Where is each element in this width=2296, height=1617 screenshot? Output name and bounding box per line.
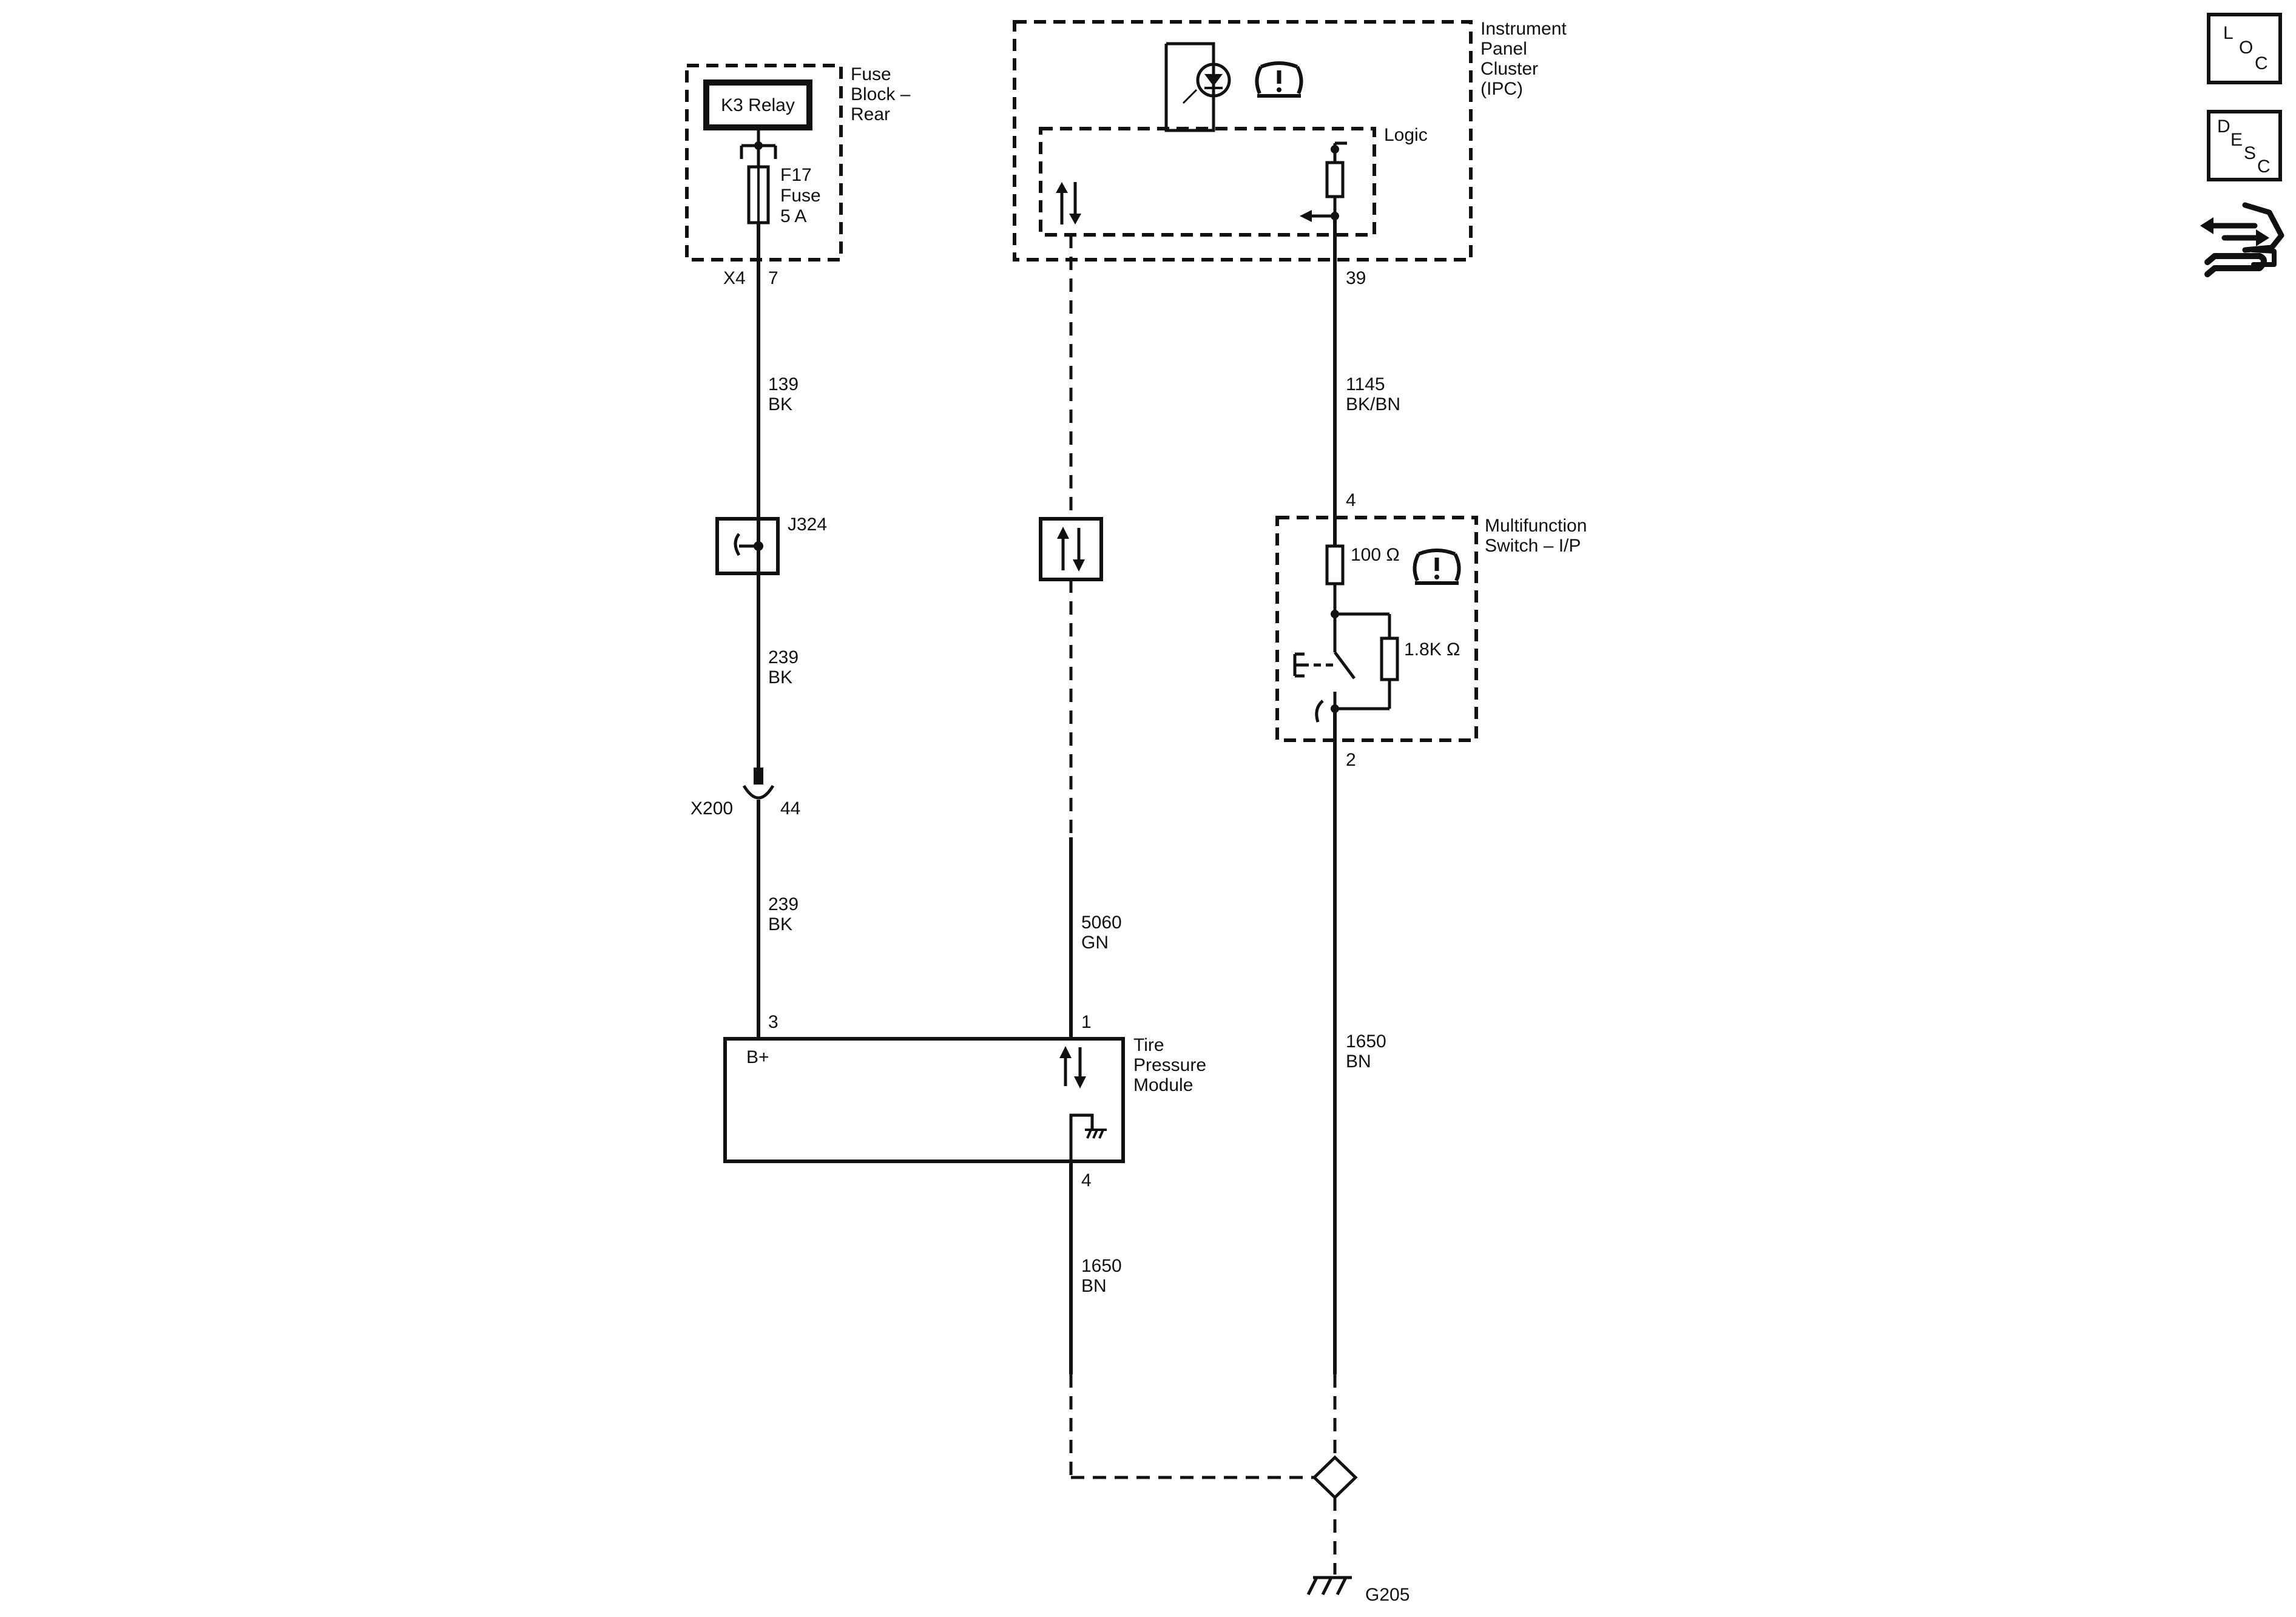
desc-letter-e: E (2230, 130, 2243, 150)
tpm-title-1: Tire (1133, 1035, 1164, 1055)
fuse-block-title-2: Block – (851, 84, 911, 104)
switch-title-1: Multifunction (1485, 516, 1587, 536)
serial-data-symbol (1039, 517, 1103, 581)
ipc-title-3: Cluster (1481, 59, 1538, 79)
wire-239-circuit-2: 239 (768, 894, 799, 914)
wire-1650-color-tpm: BN (1081, 1276, 1107, 1296)
wire-5060-circuit: 5060 (1081, 913, 1122, 933)
loc-letter-l: L (2223, 23, 2234, 43)
wire-1145-color: BK/BN (1346, 394, 1400, 414)
fuse-block-title-1: Fuse (851, 64, 891, 84)
g205-ground-symbol (1306, 1576, 1352, 1596)
tpm-title-3: Module (1133, 1075, 1193, 1095)
tpms-warning-icon (1255, 61, 1303, 98)
desc-button[interactable]: D E S C (2207, 110, 2282, 181)
wire-239-color-2: BK (768, 914, 792, 934)
wire-1650-circuit-switch: 1650 (1346, 1031, 1386, 1052)
desc-letter-d: D (2217, 116, 2230, 137)
fuse-block-title-3: Rear (851, 104, 890, 124)
wire-139-circuit: 139 (768, 374, 799, 394)
wire-1650-circuit-tpm: 1650 (1081, 1256, 1122, 1276)
k3-relay-label: K3 Relay (721, 95, 795, 115)
tpm-pin-4: 4 (1081, 1170, 1092, 1190)
connector-service-icon[interactable] (2200, 202, 2284, 277)
resistor-100-label: 100 Ω (1351, 545, 1400, 565)
j324-splice (715, 517, 780, 575)
f17-label-3: 5 A (780, 206, 806, 226)
g205-label: G205 (1365, 1585, 1410, 1605)
loc-letter-o: O (2239, 38, 2253, 58)
x4-pin-label: 7 (768, 268, 778, 288)
loc-button[interactable]: L O C (2207, 13, 2282, 84)
switch-contact (1333, 651, 1356, 680)
multifunction-switch-ip (1275, 516, 1478, 742)
logic-label: Logic (1384, 125, 1428, 145)
ipc-pin-39: 39 (1346, 268, 1366, 288)
ipc-title-2: Panel (1481, 39, 1527, 59)
wire-239-circuit-1: 239 (768, 647, 799, 667)
loc-letter-c: C (2255, 53, 2268, 73)
resistor-1k8-label: 1.8K Ω (1404, 640, 1460, 660)
f17-label-2: Fuse (780, 186, 821, 206)
wire-1650-color-switch: BN (1346, 1052, 1371, 1072)
wire-139-color: BK (768, 394, 792, 414)
tpms-switch-icon (1413, 549, 1461, 585)
switch-title-2: Switch – I/P (1485, 536, 1581, 556)
ground-splice-diamond (1312, 1455, 1358, 1500)
fuse-block-rear (685, 64, 843, 262)
tpm-bplus-label: B+ (746, 1047, 769, 1067)
tpm-pin-1: 1 (1081, 1012, 1092, 1032)
x4-connector-label: X4 (723, 268, 746, 288)
wire-239-color-1: BK (768, 667, 792, 687)
tire-pressure-module (723, 1037, 1125, 1163)
switch-pin-bottom: 2 (1346, 750, 1356, 770)
ipc-title-1: Instrument (1481, 19, 1567, 39)
x200-connector-label: X200 (690, 798, 733, 819)
instrument-panel-cluster (1013, 20, 1473, 262)
x200-pin-label: 44 (780, 798, 800, 819)
wire-5060-color: GN (1081, 933, 1109, 953)
f17-label-1: F17 (780, 165, 812, 185)
resistor-1k8 (1380, 636, 1399, 681)
tpm-pin-3: 3 (768, 1012, 778, 1032)
desc-letter-c: C (2257, 157, 2271, 177)
switch-pin-top: 4 (1346, 490, 1356, 510)
j324-label: J324 (788, 515, 827, 535)
wire-1145-circuit: 1145 (1346, 374, 1385, 394)
desc-letter-s: S (2244, 143, 2256, 163)
ipc-title-4: (IPC) (1481, 79, 1523, 99)
x200-inline-connector (742, 768, 775, 800)
tpm-title-2: Pressure (1133, 1055, 1206, 1075)
